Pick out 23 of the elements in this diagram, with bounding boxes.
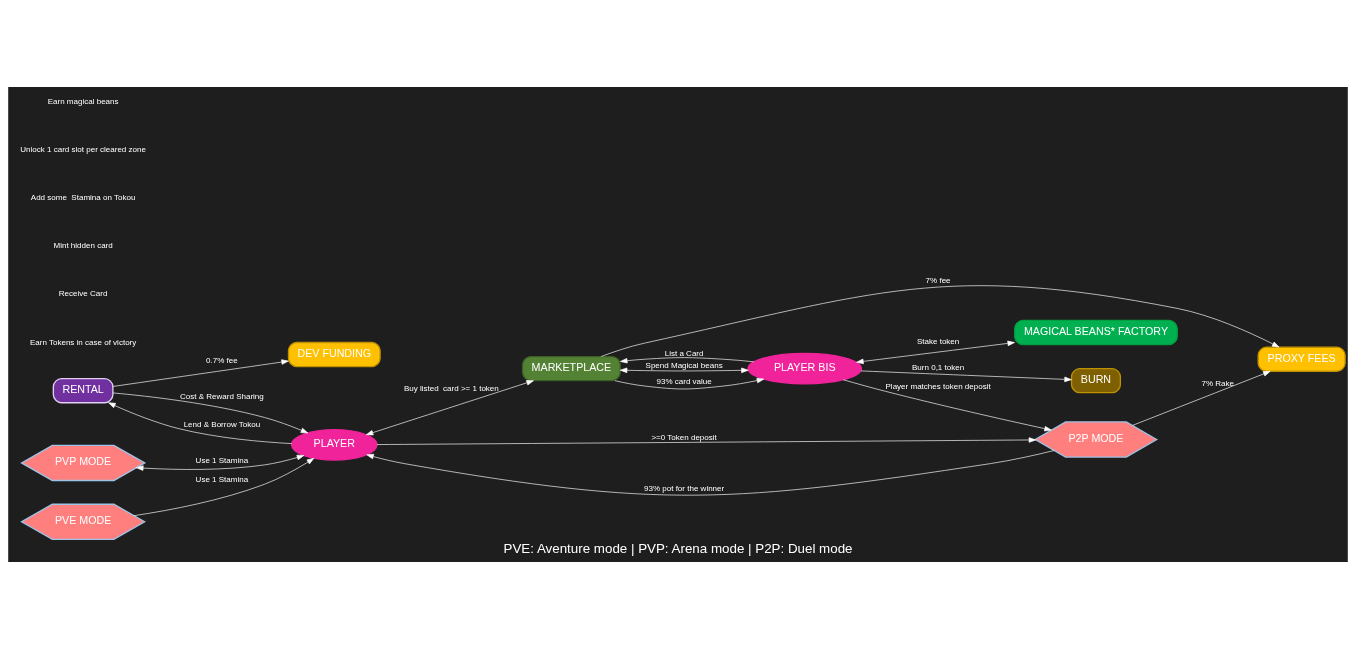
node-box: MARKETPLACE	[521, 355, 621, 381]
arrow	[614, 377, 765, 389]
arrow	[619, 367, 749, 373]
node-box: PROXY FEES	[1257, 346, 1346, 372]
arrow	[108, 401, 293, 444]
arrow	[112, 358, 289, 387]
arrow	[860, 370, 1072, 382]
arrow	[136, 454, 305, 471]
arrow	[133, 457, 315, 516]
node-box: MAGICAL BEANS* FACTORY	[1014, 319, 1178, 345]
arrow	[1132, 370, 1271, 426]
node-box: RENTAL	[52, 377, 114, 403]
arrow	[620, 356, 755, 363]
arrow	[376, 436, 1037, 445]
arrow	[842, 378, 1052, 431]
node-box: BURN	[1070, 367, 1122, 393]
arrow	[365, 379, 534, 435]
node-box: DEV FUNDING	[287, 341, 381, 367]
arrow	[856, 340, 1015, 364]
caption: PVE: Aventure mode | PVP: Arena mode | P2P: Duel mode	[503, 540, 853, 556]
arrow	[112, 392, 309, 433]
arrow	[600, 284, 1280, 357]
arrow	[366, 449, 1055, 495]
